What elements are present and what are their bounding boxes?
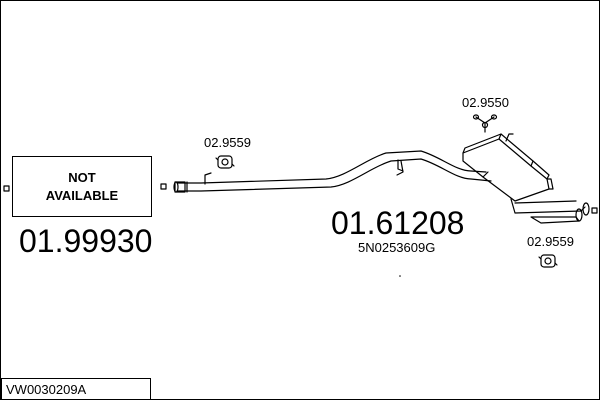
hanger-left-part-number: 02.9559 [204,135,251,150]
rubber-mount-left-icon [215,155,235,169]
not-available-box: NOT AVAILABLE [12,156,152,217]
bracket-top-right-part-number: 02.9550 [462,95,509,110]
reference-box: VW0030209A [1,378,151,399]
rear-silencer-drawing [462,133,590,224]
not-available-label: NOT AVAILABLE [45,169,119,203]
hanger-bottom-right-part-number: 02.9559 [527,234,574,249]
oem-number-middle-pipe: 5N0253609G [358,240,436,255]
right-connector-icon [591,207,598,214]
reference-code: VW0030209A [6,382,87,397]
rubber-mount-right-icon [538,254,558,268]
middle-connector-icon [160,183,167,190]
middle-pipe-drawing [173,150,492,193]
part-number-front: 01.99930 [19,223,153,259]
part-number-middle-pipe: 01.61208 [331,205,465,241]
left-connector-icon [3,185,10,192]
bracket-top-right-icon [472,114,498,133]
